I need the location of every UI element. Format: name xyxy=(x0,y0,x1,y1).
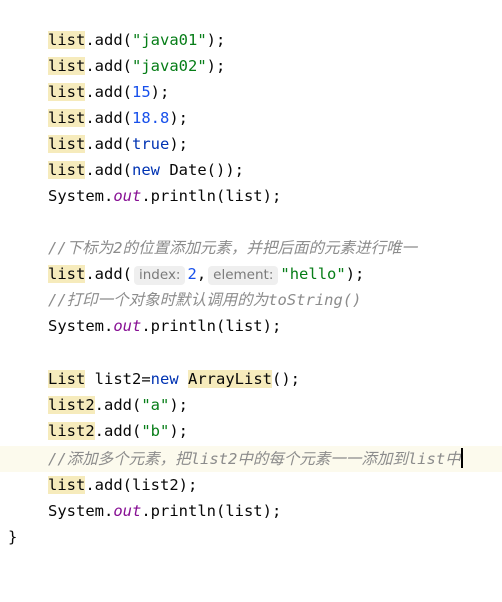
identifier: list xyxy=(48,161,86,179)
code-editor[interactable]: list.add("java01"); list.add("java02"); … xyxy=(0,0,502,555)
method-call: .add xyxy=(85,265,123,283)
identifier: list2 xyxy=(48,422,95,440)
method-call: .println(list); xyxy=(141,502,282,520)
space xyxy=(179,370,188,388)
code-line[interactable]: System.out.println(list); xyxy=(0,313,502,339)
method-call: .add xyxy=(85,476,123,494)
method-call: .add xyxy=(85,109,123,127)
text-caret xyxy=(460,448,463,468)
punct: ( xyxy=(122,135,132,153)
identifier: list xyxy=(48,265,86,283)
code-comment: //添加多个元素，把list2中的每个元素一一添加到list中 xyxy=(48,450,461,468)
code-line[interactable]: list.add(18.8); xyxy=(0,105,502,131)
code-line[interactable]: list.add(list2); xyxy=(0,472,502,498)
code-line[interactable]: //打印一个对象时默认调用的为toString() xyxy=(0,287,502,313)
punct: ( xyxy=(122,31,132,49)
punct: ); xyxy=(169,109,188,127)
punct: ); xyxy=(345,265,365,283)
identifier: list xyxy=(48,31,86,49)
identifier: list xyxy=(48,135,86,153)
code-comment: //下标为2的位置添加元素，并把后面的元素进行唯一 xyxy=(48,239,417,257)
type-name: ArrayList xyxy=(188,370,272,388)
identifier: list2 xyxy=(48,396,95,414)
punct: (); xyxy=(272,370,300,388)
class-ref: System. xyxy=(48,502,114,520)
punct: ); xyxy=(169,422,189,440)
parameter-hint-index: index: xyxy=(134,266,186,285)
keyword: new xyxy=(150,370,179,388)
punct: ( xyxy=(122,83,132,101)
punct: ( xyxy=(122,265,132,283)
code-line[interactable]: list.add(index:2,element:"hello"); xyxy=(0,261,502,287)
code-line[interactable]: list2.add("b"); xyxy=(0,418,502,444)
code-line[interactable]: list2.add("a"); xyxy=(0,392,502,418)
punct: ( xyxy=(122,161,132,179)
method-call: .println(list); xyxy=(141,317,282,335)
code-line[interactable]: System.out.println(list); xyxy=(0,183,502,209)
punct: ); xyxy=(150,83,170,101)
punct: (list2); xyxy=(122,476,198,494)
code-line[interactable]: list.add(15); xyxy=(0,79,502,105)
code-comment: //打印一个对象时默认调用的为toString() xyxy=(48,291,362,309)
punct: ( xyxy=(132,422,142,440)
code-line[interactable]: } xyxy=(0,524,502,550)
method-call: .add xyxy=(85,57,123,75)
punct: ( xyxy=(122,57,132,75)
closing-brace: } xyxy=(8,528,18,546)
punct: ( xyxy=(132,396,142,414)
parameter-hint-element: element: xyxy=(208,266,279,285)
punct: , xyxy=(196,265,207,283)
code-line[interactable]: list.add("java02"); xyxy=(0,53,502,79)
static-field: out xyxy=(113,187,142,205)
punct: ( xyxy=(122,109,132,127)
class-ref: System. xyxy=(48,317,114,335)
punct: ); xyxy=(169,396,189,414)
code-line[interactable]: List list2=new ArrayList(); xyxy=(0,366,502,392)
keyword: true xyxy=(132,135,170,153)
code-line[interactable]: System.out.println(list); xyxy=(0,498,502,524)
constructor-call: Date()); xyxy=(160,161,244,179)
string-literal: "java02" xyxy=(132,57,207,75)
method-call: .add xyxy=(94,396,132,414)
code-line[interactable]: list.add("java01"); xyxy=(0,27,502,53)
method-call: .add xyxy=(85,31,123,49)
static-field: out xyxy=(113,317,142,335)
code-line[interactable]: //下标为2的位置添加元素，并把后面的元素进行唯一 xyxy=(0,235,502,261)
method-call: .add xyxy=(85,83,123,101)
current-line[interactable]: //添加多个元素，把list2中的每个元素一一添加到list中 xyxy=(0,446,502,472)
method-call: .add xyxy=(85,161,123,179)
punct: ); xyxy=(206,31,226,49)
punct: ); xyxy=(206,57,226,75)
identifier: list xyxy=(48,83,86,101)
number-literal: 15 xyxy=(132,83,151,101)
punct: ); xyxy=(169,135,188,153)
static-field: out xyxy=(113,502,142,520)
number-literal: 2 xyxy=(187,265,197,283)
string-literal: "b" xyxy=(141,422,170,440)
keyword: new xyxy=(132,161,160,179)
method-call: .println(list); xyxy=(141,187,282,205)
type-name: List xyxy=(48,370,86,388)
code-line[interactable]: list.add(new Date()); xyxy=(0,157,502,183)
method-call: .add xyxy=(94,422,132,440)
number-literal: 18.8 xyxy=(132,109,170,127)
string-literal: "hello" xyxy=(280,265,346,283)
string-literal: "a" xyxy=(141,396,170,414)
class-ref: System. xyxy=(48,187,114,205)
declaration: list2= xyxy=(85,370,151,388)
identifier: list xyxy=(48,476,86,494)
identifier: list xyxy=(48,57,86,75)
string-literal: "java01" xyxy=(132,31,207,49)
method-call: .add xyxy=(85,135,123,153)
code-line[interactable]: list.add(true); xyxy=(0,131,502,157)
identifier: list xyxy=(48,109,86,127)
